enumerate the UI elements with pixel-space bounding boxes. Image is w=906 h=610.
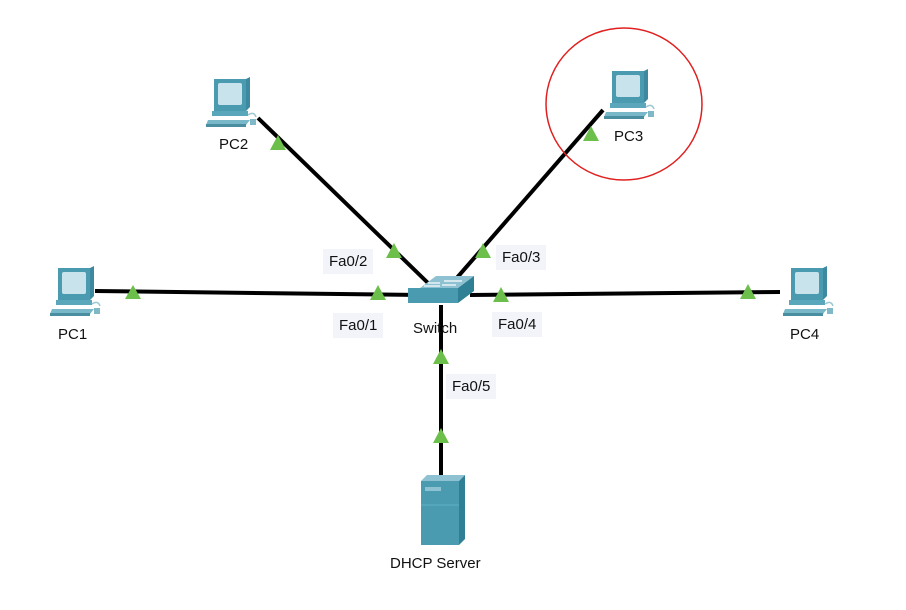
link-pc1[interactable] — [94, 289, 421, 297]
pc4-label: PC4 — [790, 326, 820, 343]
server-label: DHCP Server — [390, 555, 481, 572]
switch-label: Switch — [413, 320, 458, 337]
pc2-label: PC2 — [219, 136, 249, 153]
link-up-indicator — [370, 285, 386, 300]
port-label-fa0-5: Fa0/5 — [446, 374, 497, 399]
link-up-indicator — [433, 349, 449, 364]
switch-icon[interactable] — [408, 276, 474, 303]
link-up-indicator — [386, 243, 402, 258]
port-label-fa0-4: Fa0/4 — [492, 312, 543, 337]
link-up-indicator — [433, 428, 449, 443]
link-pc4[interactable] — [469, 290, 781, 297]
pc2-icon[interactable] — [205, 76, 257, 128]
link-indicators — [125, 126, 756, 443]
pc1-label: PC1 — [58, 326, 88, 343]
link-up-indicator — [583, 126, 599, 141]
link-up-indicator — [270, 135, 286, 150]
port-label-fa0-2: Fa0/2 — [323, 249, 374, 274]
port-label-fa0-3: Fa0/3 — [496, 245, 547, 270]
pc3-highlight-circle — [545, 27, 703, 181]
link-up-indicator — [493, 287, 509, 302]
server-icon[interactable] — [421, 475, 465, 545]
link-up-indicator — [740, 284, 756, 299]
pc1-icon[interactable] — [49, 265, 101, 317]
port-label-fa0-1: Fa0/1 — [333, 313, 384, 338]
pc4-icon[interactable] — [782, 265, 834, 317]
pc3-label: PC3 — [614, 128, 644, 145]
pc3-icon[interactable] — [603, 68, 655, 120]
link-up-indicator — [475, 243, 491, 258]
link-up-indicator — [125, 285, 141, 299]
